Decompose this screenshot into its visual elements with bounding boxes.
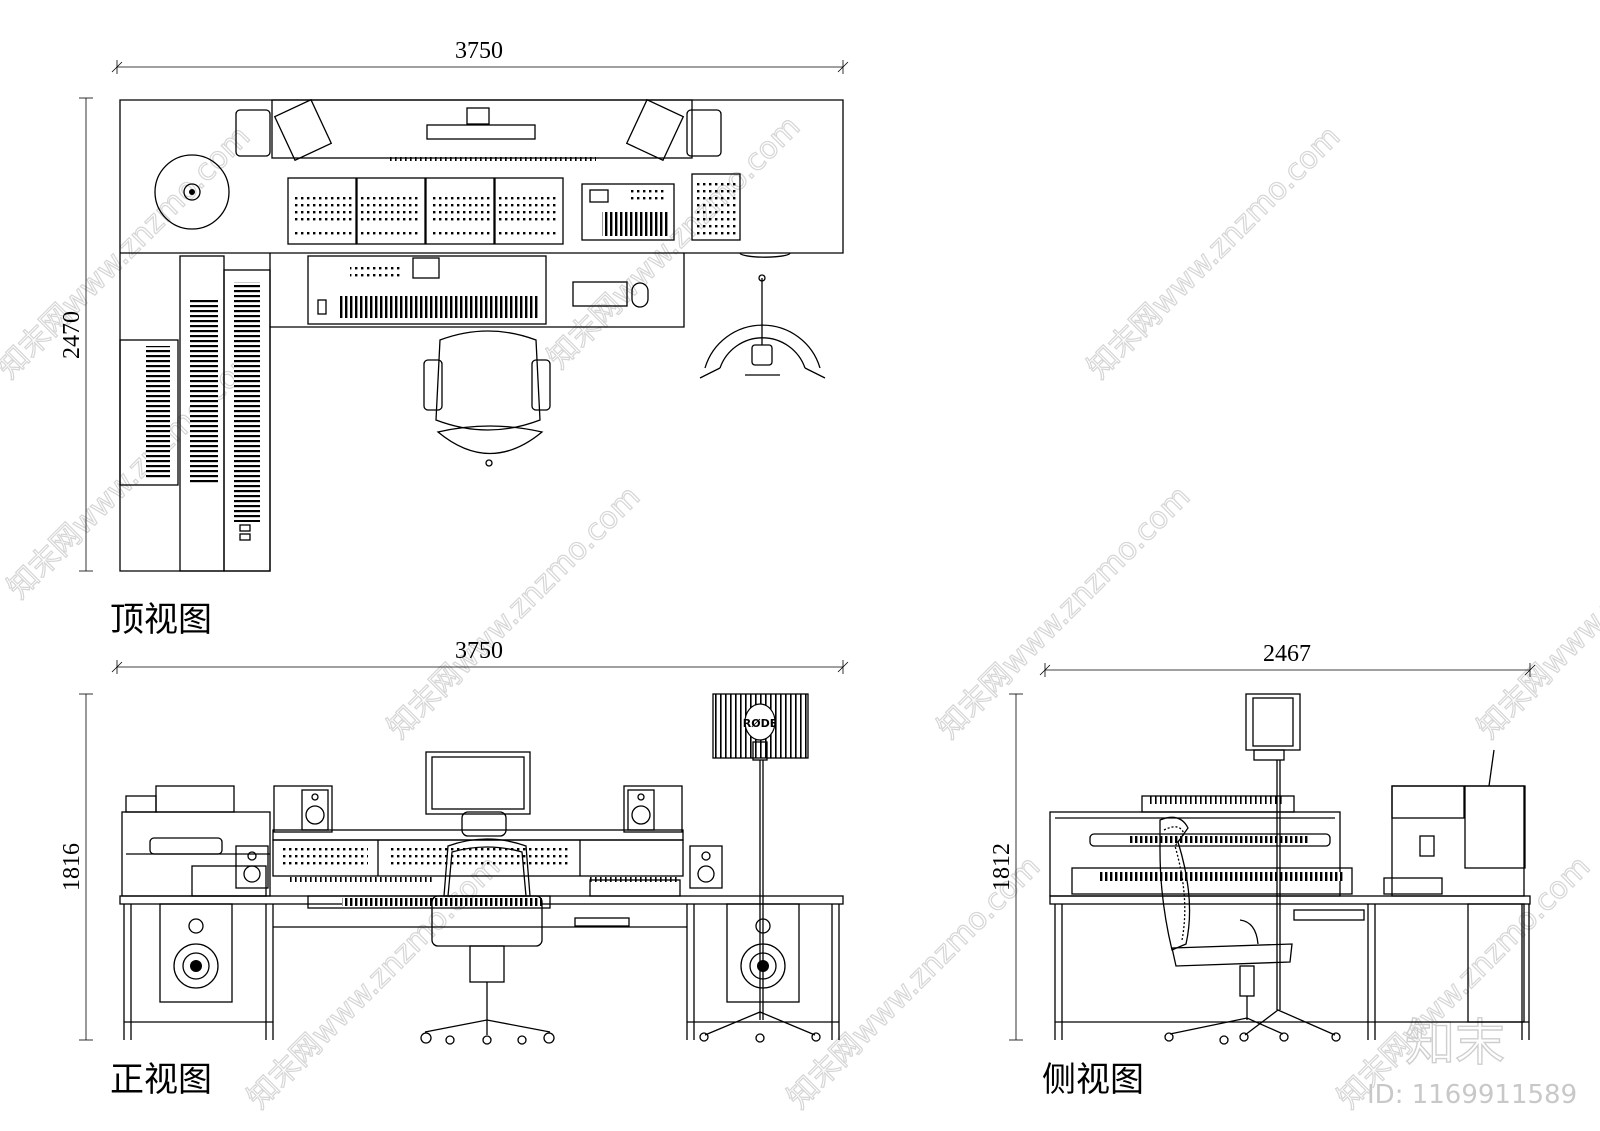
monitor-top [426, 124, 536, 140]
keyboard-left [119, 339, 179, 486]
front-keyboard [307, 895, 551, 909]
watermark-text: 知末网www.znzmo.com [1331, 849, 1597, 1115]
side-width-dimension: 2467 [1263, 641, 1311, 667]
side-shelf [1049, 811, 1341, 897]
top-depth-dimension: 2470 [59, 311, 85, 359]
monitor-stand [466, 107, 490, 125]
top-view-dimensions: 3750 2470 [59, 38, 849, 572]
monitor-speaker-right [625, 98, 685, 162]
side-view-title: 侧视图 [1042, 1060, 1144, 1100]
side-screen [1245, 693, 1301, 751]
mouse [631, 282, 649, 308]
front-width-dimension: 3750 [455, 638, 503, 664]
watermark-text: 知末网www.znzmo.com [241, 849, 507, 1115]
watermark-text: 知末网www.znzmo.com [381, 479, 647, 745]
watermark-logo: 知末 [1405, 1014, 1505, 1072]
watermark-text: 知末网www.znzmo.com [931, 479, 1197, 745]
desk-outline [119, 99, 844, 572]
desk-speaker-right [689, 845, 723, 889]
computer-monitor [425, 751, 531, 815]
midi-controller [581, 183, 675, 241]
side-view: 侧视图 [1042, 693, 1531, 1100]
watermark-text: 知末网www.znzmo.com [1, 339, 267, 605]
keyboard-right [223, 269, 271, 572]
side-view-dimensions: 2467 1812 [989, 641, 1536, 1041]
watermark-text: 知末网www.znzmo.com [541, 109, 807, 375]
top-width-dimension: 3750 [455, 38, 503, 64]
office-chair-top [423, 330, 551, 467]
computer-keyboard [572, 281, 628, 307]
monitor-speaker-left [273, 98, 333, 162]
mic-stand-top [699, 274, 826, 379]
top-view: 顶视图 [110, 98, 844, 640]
desk-speaker-left [235, 845, 269, 889]
floor-speaker-left [159, 903, 233, 1003]
turntable [154, 154, 230, 230]
office-chair-side [1159, 816, 1293, 1045]
front-view-title: 正视图 [110, 1060, 212, 1100]
speaker-small-left [235, 109, 271, 157]
front-height-dimension: 1816 [59, 843, 85, 891]
studio-monitor-left [273, 785, 333, 833]
speaker-small-right [686, 109, 722, 157]
rack-modules [287, 177, 564, 245]
front-view-dimensions: 3750 1816 [59, 638, 849, 1041]
watermark-text: 知末网www.znzmo.com [1081, 119, 1347, 385]
side-cabinet [1391, 785, 1525, 897]
mic-brand-logo: RØDE [743, 717, 777, 730]
dj-mixer [691, 173, 741, 241]
monitor-shelf [271, 99, 693, 159]
shelf-keys [388, 157, 516, 161]
studio-monitor-right [623, 785, 683, 833]
office-chair-front [420, 811, 555, 1045]
front-view: RØDE 正视图 [110, 693, 844, 1100]
watermark-id: ID: 1169911589 [1367, 1080, 1577, 1110]
desk-top-side [1049, 895, 1531, 905]
workstation-keyboard [307, 255, 547, 325]
watermark-layer: 知末网www.znzmo.com 知末网www.znzmo.com 知末网www… [0, 109, 1600, 1116]
top-view-title: 顶视图 [110, 600, 212, 640]
watermark-text: 知末网www.znzmo.com [1471, 479, 1600, 745]
side-height-dimension: 1812 [989, 843, 1015, 891]
mic-stand-front: RØDE [699, 693, 821, 1043]
